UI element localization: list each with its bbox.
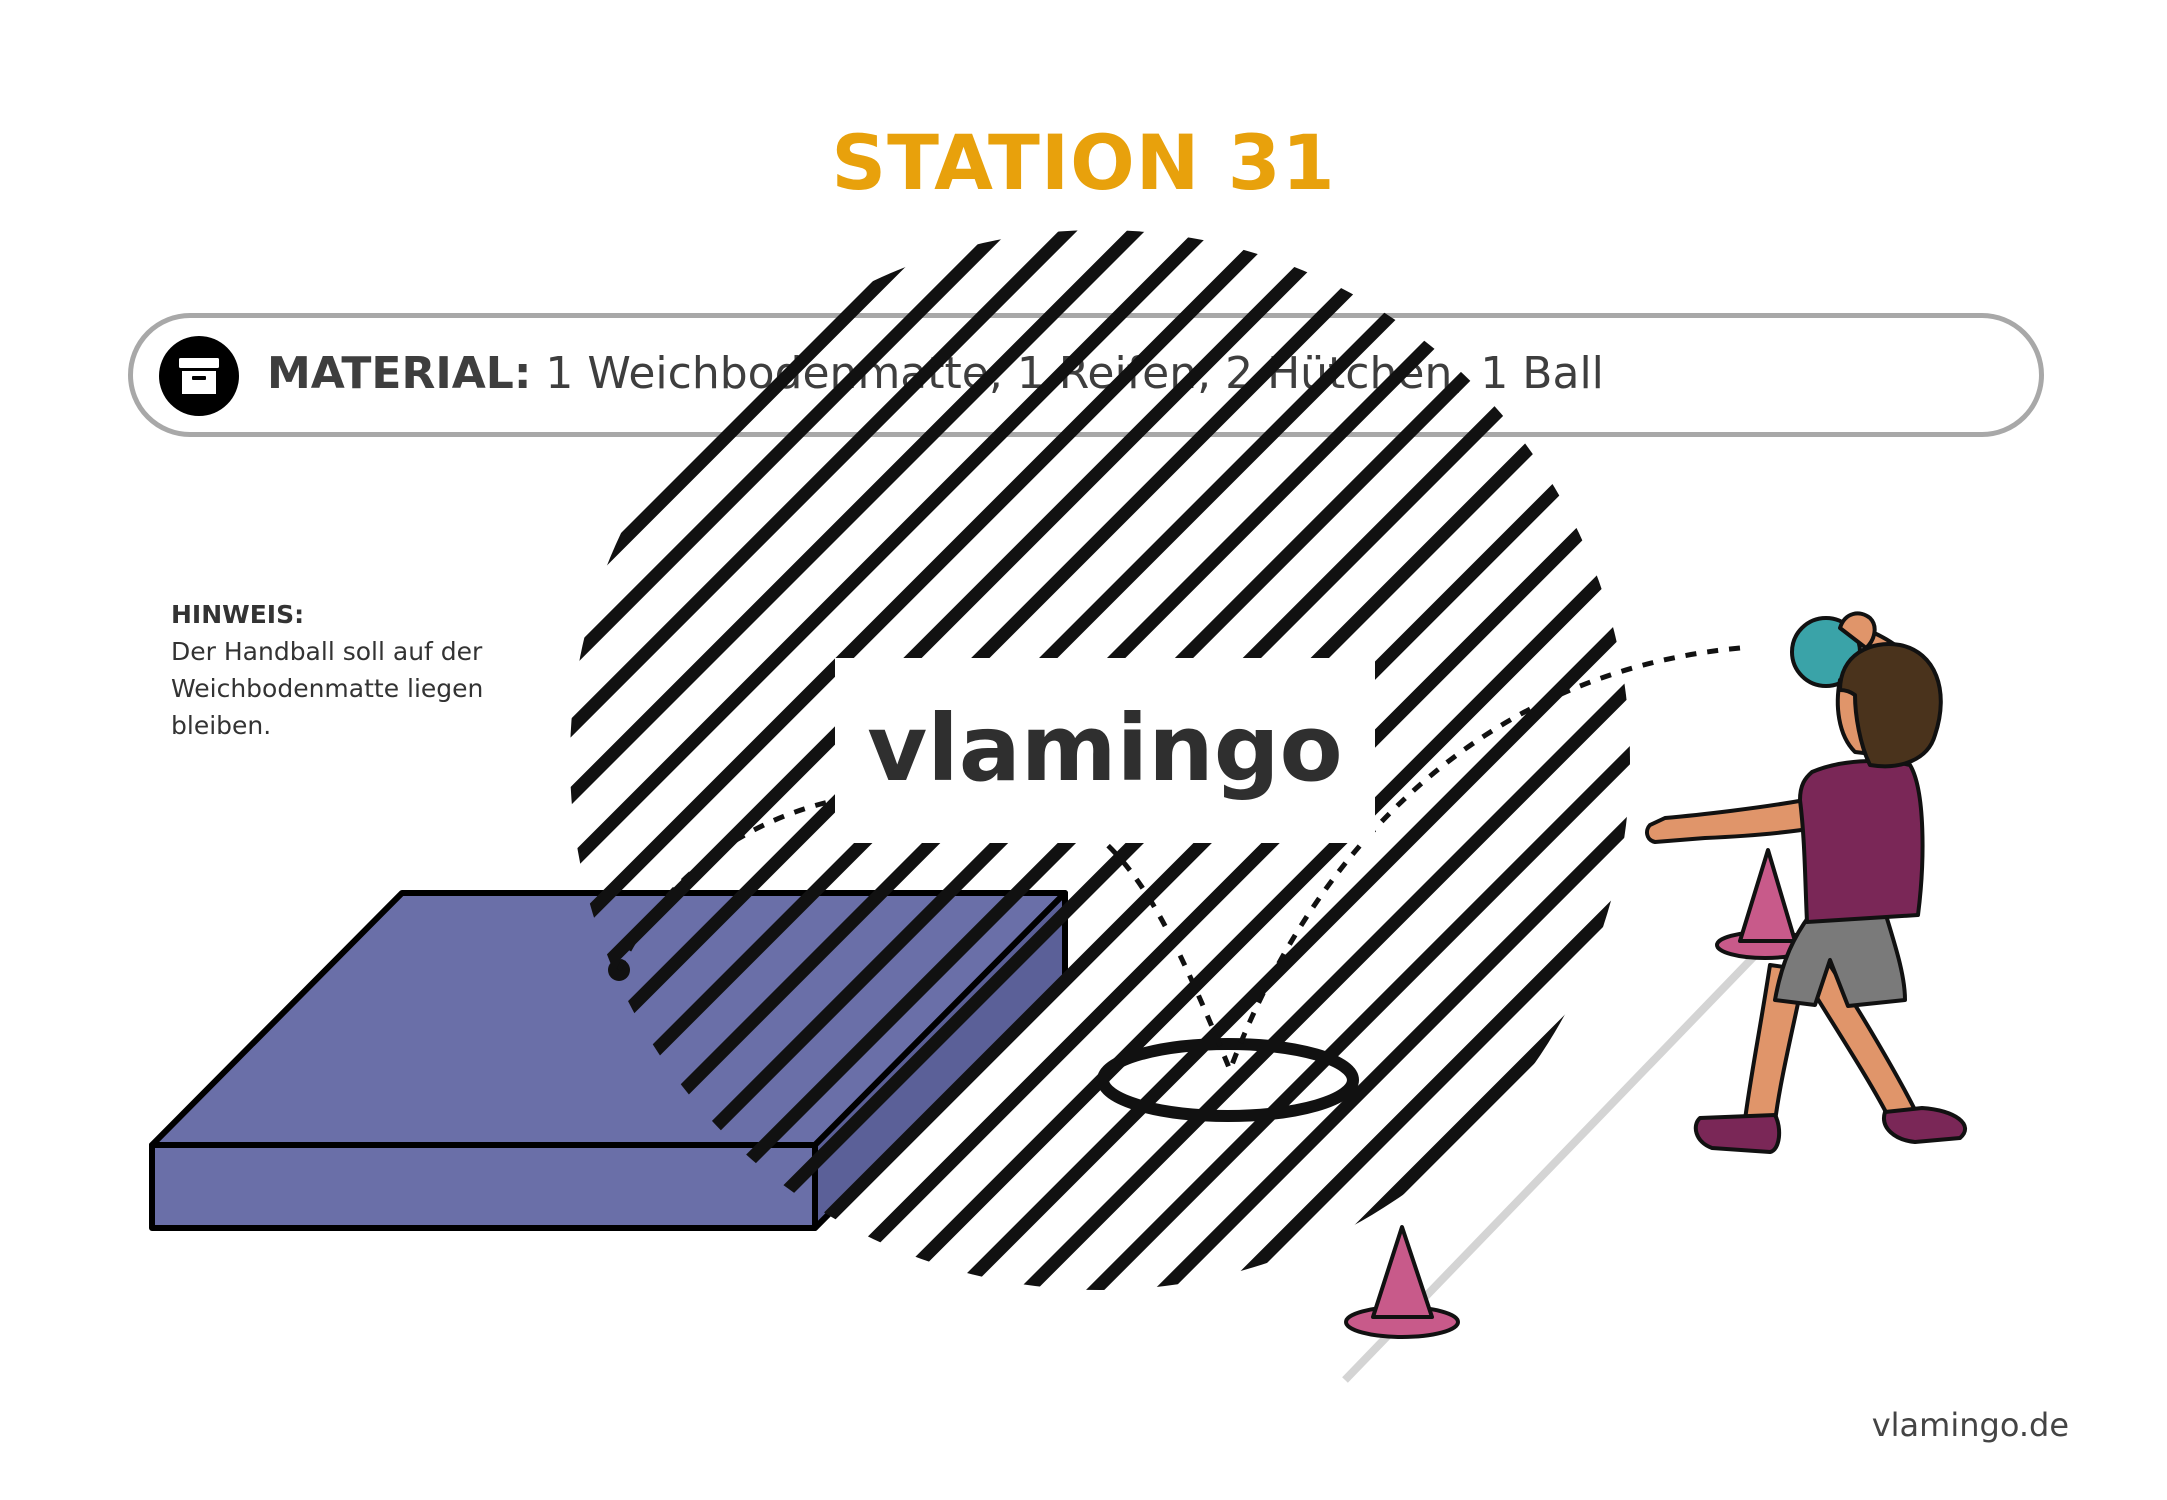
footer-website: vlamingo.de [1871, 1406, 2069, 1444]
hint-box: HINWEIS: Der Handball soll auf der Weich… [171, 596, 551, 744]
material-label: MATERIAL: [267, 348, 532, 399]
watermark-text: vlamingo [867, 695, 1343, 802]
station-title: STATION 31 [831, 118, 1336, 207]
thrower-figure [1645, 611, 1968, 1154]
hint-title: HINWEIS: [171, 600, 305, 629]
archive-box-icon [159, 336, 239, 416]
cone-front [1344, 1225, 1460, 1339]
watermark-overlay [570, 230, 1630, 1290]
hint-text: Der Handball soll auf der Weichbodenmatt… [171, 637, 484, 740]
